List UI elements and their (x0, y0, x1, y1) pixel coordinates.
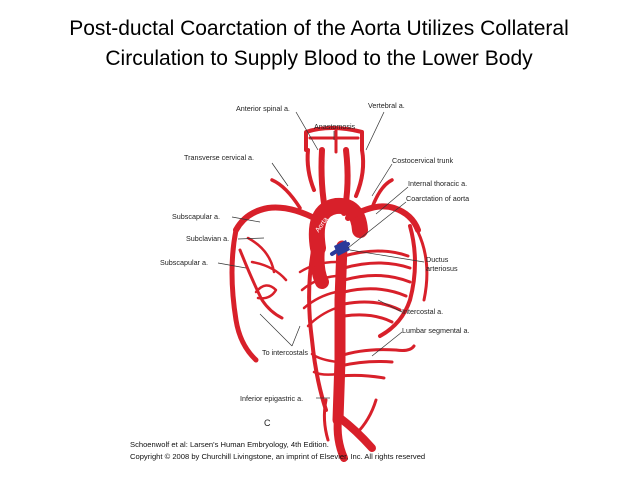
subclavian-right-side (345, 203, 421, 233)
internal-thoracic-left (307, 226, 328, 412)
intercostal-ladder-right (342, 249, 412, 324)
diagram-labels: Anterior spinal a. Vertebral a. Anastomo… (160, 101, 470, 428)
label-intercostal: Intercostal a. (402, 307, 443, 316)
leader-intercostal (377, 299, 403, 313)
label-vertebral: Vertebral a. (368, 101, 405, 110)
label-costocervical-trunk: Costocervical trunk (392, 156, 454, 165)
leader-lumbar (371, 331, 403, 357)
iliac-left (333, 414, 348, 462)
slide-title: Post-ductal Coarctation of the Aorta Uti… (0, 14, 638, 74)
leader-transverse-cervical (271, 162, 289, 187)
arm-branch-left (238, 248, 284, 320)
label-inferior-epigastric: Inferior epigastric a. (240, 394, 303, 403)
transverse-cervical-left (270, 178, 302, 210)
leader-ductus (349, 249, 425, 263)
label-to-intercostals: To intercostals (262, 348, 308, 357)
label-internal-thoracic: Internal thoracic a. (408, 179, 467, 188)
label-transverse-cervical: Transverse cervical a. (184, 153, 254, 162)
lumbar-segmental-left (310, 352, 340, 376)
leader-vertebral (365, 111, 385, 151)
slide-title-line1: Post-ductal Coarctation of the Aorta Uti… (69, 17, 569, 40)
scapular-network-left (246, 236, 288, 282)
costocervical-right (370, 178, 394, 210)
label-subscapular-lower: Subscapular a. (160, 258, 208, 267)
label-subscapular-upper: Subscapular a. (172, 212, 220, 221)
leader-internal-thoracic (375, 186, 409, 215)
intercostal-ladder-left (298, 260, 338, 328)
label-anastomosis: Anastomosis (314, 122, 356, 131)
anastomosis-loop (304, 126, 364, 152)
arm-artery-left (229, 227, 259, 363)
credit-line1: Schoenwolf et al: Larsen's Human Embryol… (130, 440, 329, 449)
slide-title-line2: Circulation to Supply Blood to the Lower… (105, 47, 533, 70)
descending-aorta (332, 240, 348, 426)
leader-coarctation (347, 201, 407, 249)
label-ductus-line2: arteriosus (426, 264, 458, 273)
leader-subscapular-lower (217, 262, 247, 269)
leader-subscapular-upper (231, 216, 261, 223)
internal-thoracic-right (378, 224, 417, 338)
label-subclavian: Subclavian a. (186, 234, 229, 243)
iliac-right (336, 414, 376, 452)
label-anterior-spinal: Anterior spinal a. (236, 104, 290, 113)
credit-line2: Copyright © 2008 by Churchill Livingston… (130, 452, 426, 461)
artery-network (229, 126, 429, 462)
subclavian-left-side (233, 204, 321, 233)
label-coarctation: Coarctation of aorta (406, 194, 469, 203)
chest-wall-right (416, 230, 429, 302)
label-ductus-line1: Ductus (426, 255, 449, 264)
leader-subclavian (237, 237, 265, 240)
leader-lines (217, 111, 425, 399)
vertebral-artery-left (305, 148, 316, 192)
subscapular-loop-left (254, 284, 278, 300)
vertebral-artery-right (354, 148, 366, 198)
lumbar-segmental (338, 344, 416, 380)
panel-letter: C (264, 418, 271, 428)
leader-costocervical (371, 163, 393, 197)
leader-anterior-spinal (295, 111, 319, 151)
leader-to-intercostals (259, 313, 301, 347)
label-lumbar-segmental: Lumbar segmental a. (402, 326, 470, 335)
inferior-epigastric (322, 398, 378, 442)
coarctation-constriction (334, 240, 350, 256)
